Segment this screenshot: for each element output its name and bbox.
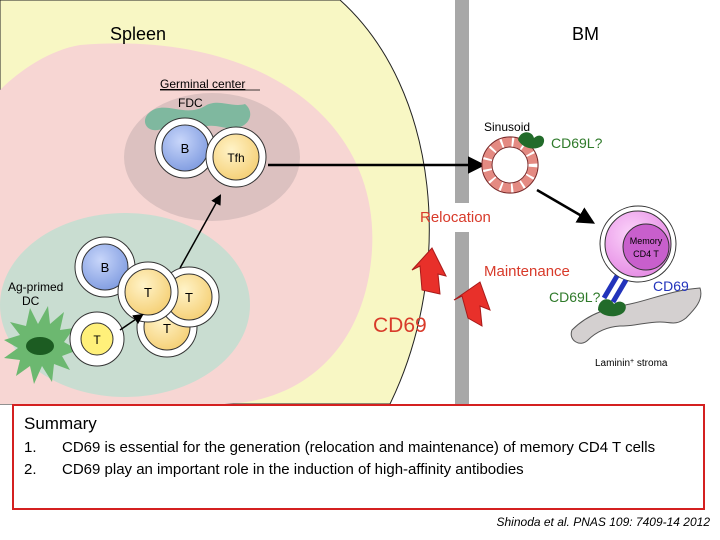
summary-item-number: 1. xyxy=(24,439,37,456)
laminin-stroma-label: Laminin+ stroma xyxy=(595,358,668,370)
summary-title: Summary xyxy=(24,414,97,433)
cd69-big-label: CD69 xyxy=(373,314,427,337)
bm-label: BM xyxy=(572,24,599,44)
gc-b-label: B xyxy=(181,141,190,156)
relocation-arrow xyxy=(411,247,447,295)
cd69-receptor-b xyxy=(610,278,629,304)
summary-item-text: CD69 is essential for the generation (re… xyxy=(62,439,656,456)
summary-box: Summary 1. CD69 is essential for the gen… xyxy=(12,404,705,510)
tzone-b-cell xyxy=(81,243,129,291)
memory-label-2: CD4 T xyxy=(633,249,659,259)
tfh-cell xyxy=(212,133,260,181)
cd69l-label-top: CD69L? xyxy=(551,135,603,151)
sinusoid-inner xyxy=(491,146,529,184)
tzone-b-label: B xyxy=(101,260,110,275)
summary-item-number: 2. xyxy=(24,461,37,478)
ag-primed-label: Ag-primed xyxy=(8,280,63,294)
t-cell-b-label: T xyxy=(185,290,193,305)
cd69-small-label: CD69 xyxy=(653,278,689,294)
t-cell-a xyxy=(124,268,172,316)
cd69l-label-bottom: CD69L? xyxy=(549,289,601,305)
dendritic-cell-nucleus xyxy=(26,337,54,355)
cd69-receptor-a xyxy=(601,274,620,300)
memory-cell-nucleus xyxy=(622,223,670,271)
t-cell-c-label: T xyxy=(163,321,171,336)
summary-item-2: 2. CD69 play an important role in the in… xyxy=(24,460,693,479)
cd69l-ligand-top xyxy=(518,132,545,149)
sinusoid-ring-dash xyxy=(482,137,538,193)
maintenance-label: Maintenance xyxy=(484,263,570,280)
naive-t-cell xyxy=(80,322,114,356)
t-cell-a-label: T xyxy=(144,285,152,300)
divider-bar-top xyxy=(455,0,469,203)
relocation-label: Relocation xyxy=(420,209,491,226)
summary-item-text: CD69 play an important role in the induc… xyxy=(62,461,524,478)
maintenance-arrow xyxy=(453,281,491,327)
divider-bar-bottom xyxy=(455,232,469,404)
dc-label: DC xyxy=(22,294,40,308)
spleen-label: Spleen xyxy=(110,24,166,44)
arrow-cluster-to-tfh xyxy=(179,194,222,269)
fdc-label: FDC xyxy=(178,96,203,110)
tfh-label: Tfh xyxy=(227,151,244,165)
naive-t-label: T xyxy=(93,333,101,347)
laminin-stroma xyxy=(570,287,702,344)
germinal-center-label: Germinal center xyxy=(160,77,245,91)
sinusoid-label: Sinusoid xyxy=(484,120,530,134)
citation: Shinoda et al. PNAS 109: 7409-14 2012 xyxy=(496,515,711,529)
arrow-to-memory xyxy=(536,188,596,224)
summary-item-1: 1. CD69 is essential for the generation … xyxy=(24,438,693,457)
cd69l-ligand-bottom xyxy=(598,299,626,317)
memory-label-1: Memory xyxy=(630,236,663,246)
arrow-naive-to-cluster xyxy=(119,313,144,331)
